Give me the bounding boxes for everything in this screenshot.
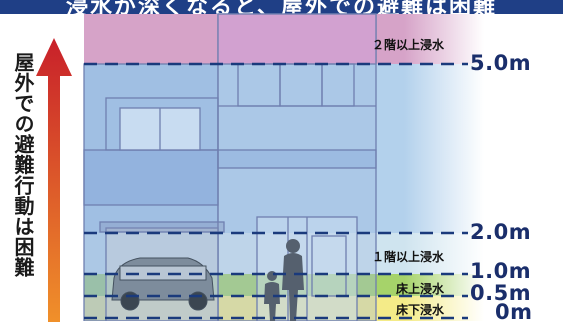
zone-label-below-floor: 床下浸水: [396, 303, 445, 317]
side-caption: 屋外での避難行動は困難: [11, 52, 35, 278]
up-arrow-icon: [36, 38, 72, 322]
level-label-0m: 0m: [495, 300, 533, 324]
level-lines: [84, 62, 468, 320]
title-banner: 浸水が深くなると、屋外での避難は困難: [0, 0, 563, 14]
banner-title: 浸水が深くなると、屋外での避難は困難: [65, 0, 498, 14]
zone-label-floor2: ２階以上浸水: [372, 38, 445, 52]
level-label-5m: 5.0m: [470, 51, 532, 75]
side-panel: 屋外での避難行動は困難: [0, 14, 82, 322]
zone-label-above-floor: 床上浸水: [396, 282, 445, 296]
zone-label-floor1: １階以上浸水: [372, 250, 445, 264]
level-label-1m: 1.0m: [470, 259, 532, 283]
level-label-2m: 2.0m: [470, 220, 532, 244]
level-label-05m: 0.5m: [470, 281, 532, 305]
